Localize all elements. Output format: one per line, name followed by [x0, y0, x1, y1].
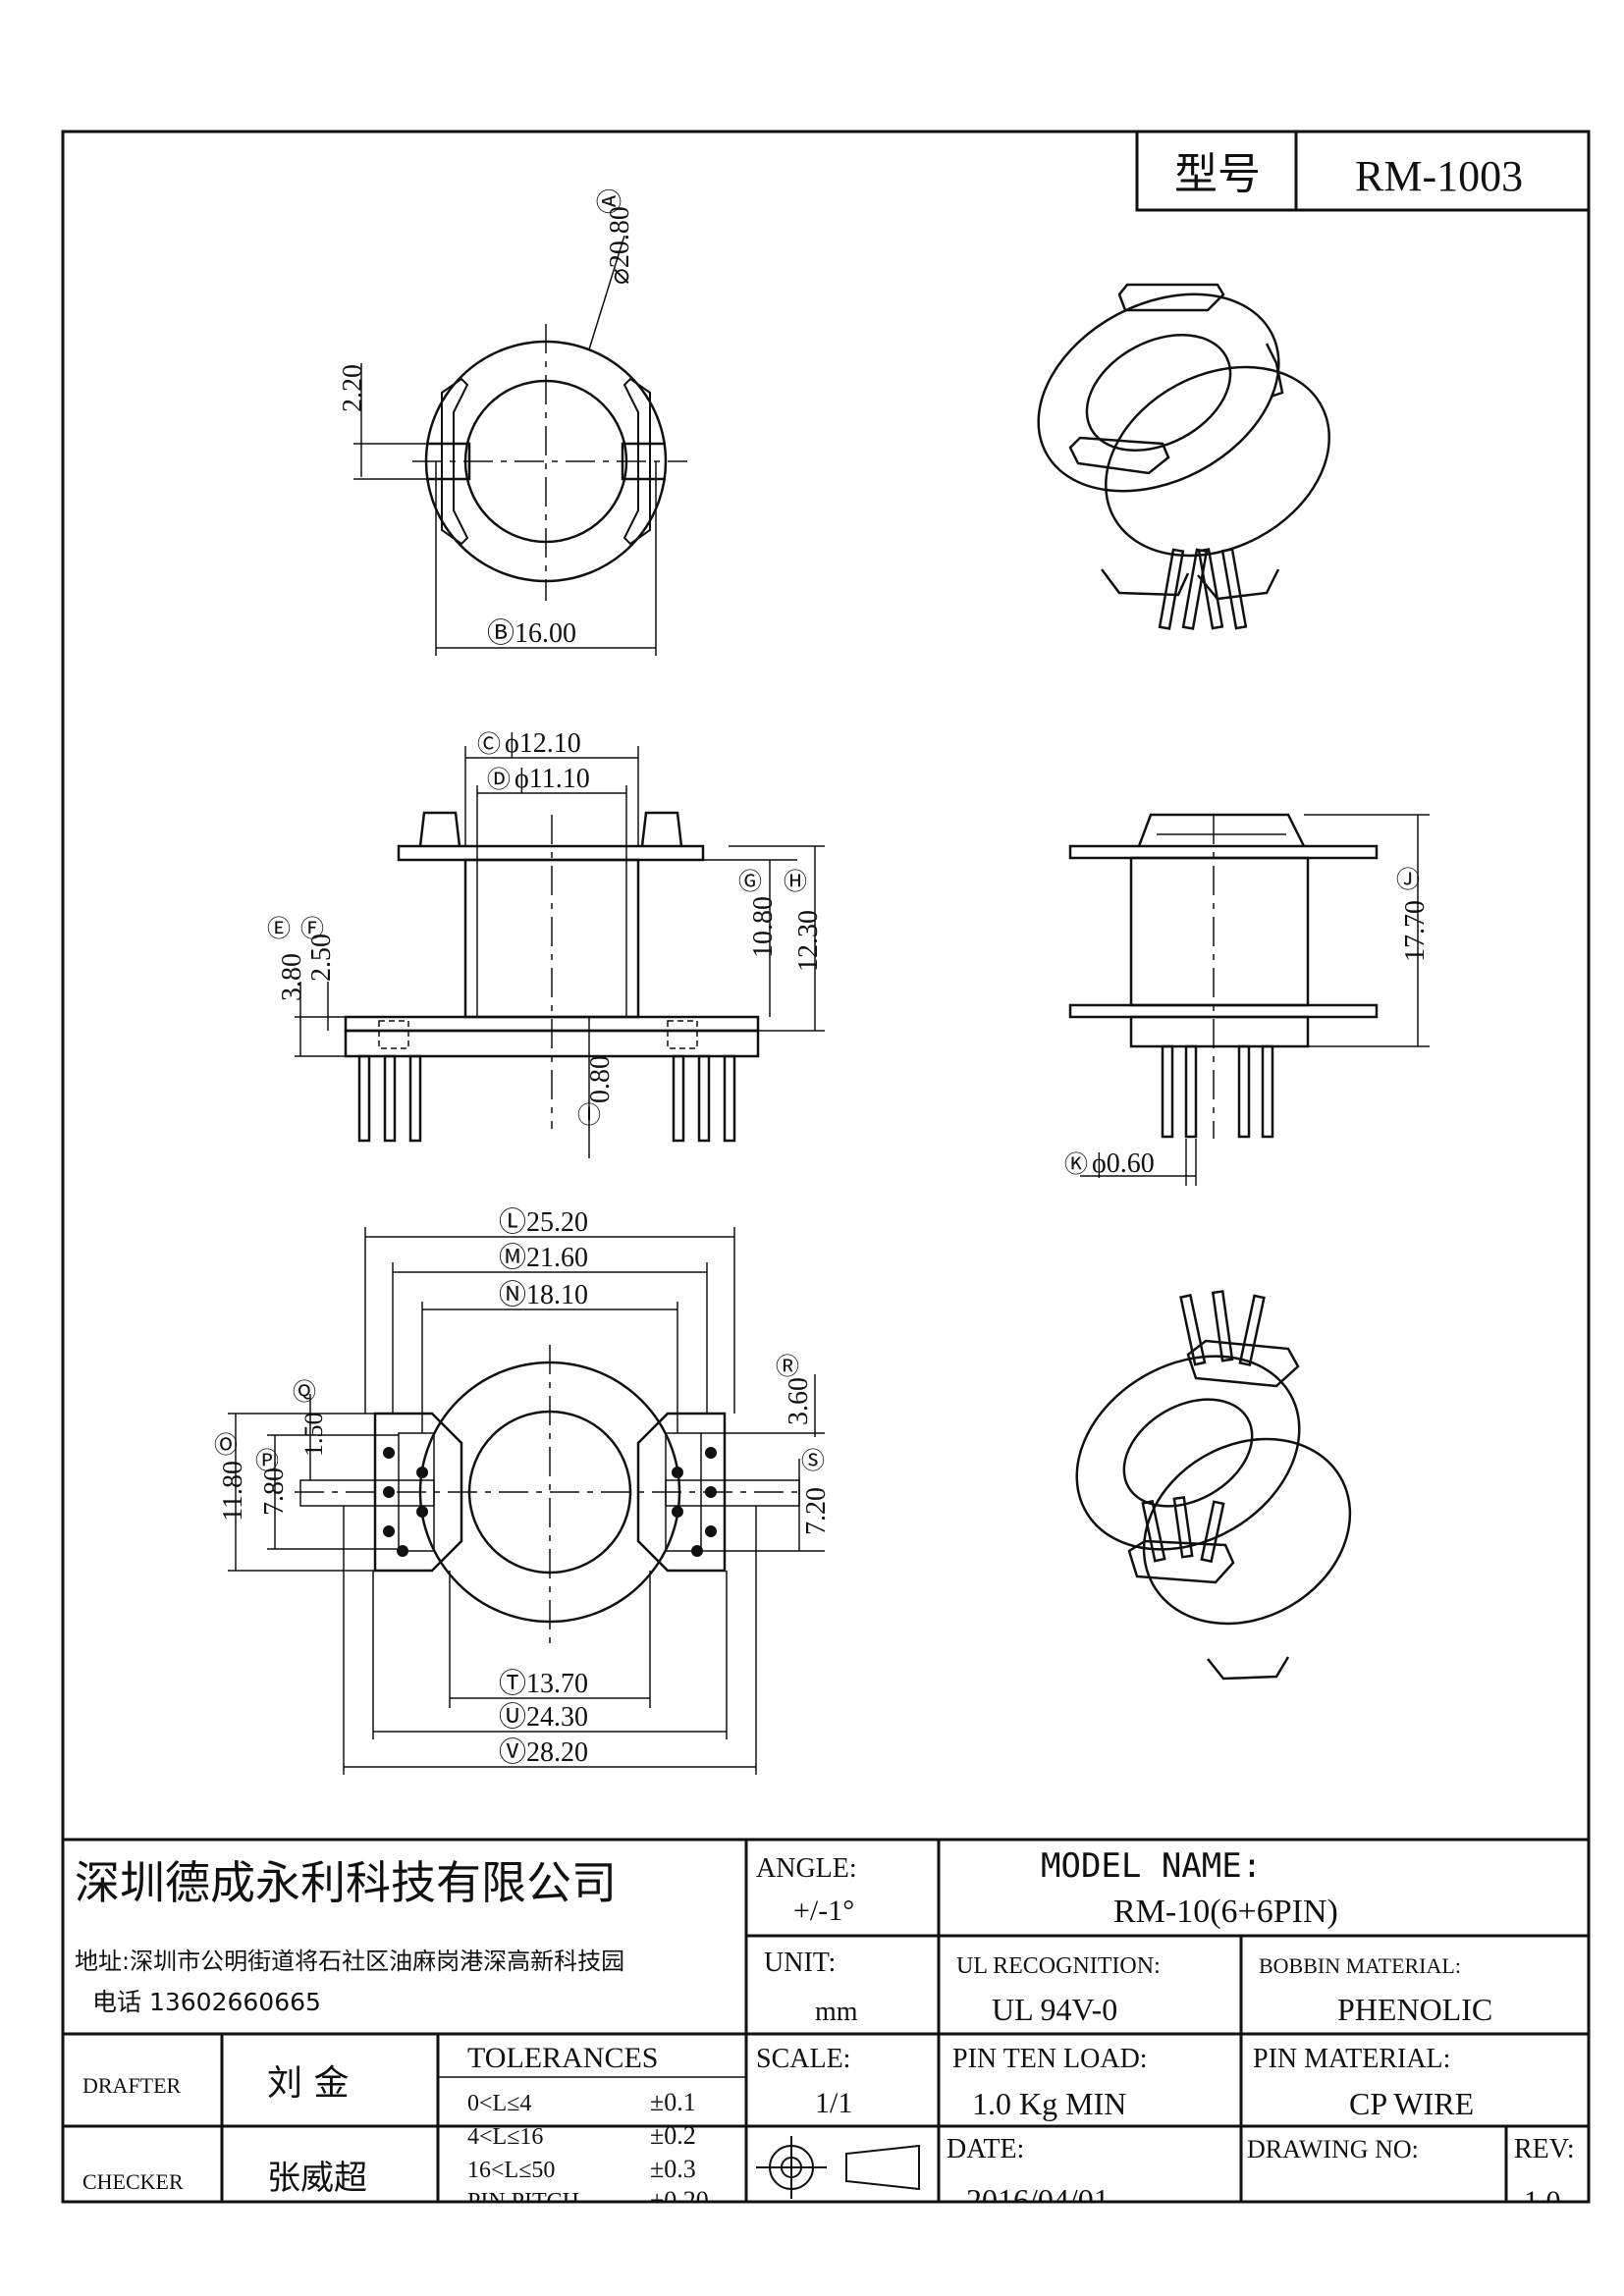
pin-ten-load-label: PIN TEN LOAD:: [952, 2044, 1148, 2074]
dim-7-80: 7.80: [259, 1468, 290, 1516]
dim-F: Ⓕ: [300, 916, 324, 942]
side-view: [1068, 813, 1430, 1186]
title-block: [61, 1838, 1591, 2204]
dim-2-20: 2.20: [338, 364, 368, 412]
scale-label: SCALE:: [756, 2044, 850, 2074]
ul-label: UL RECOGNITION:: [956, 1953, 1161, 1979]
pin-material-value: CP WIRE: [1349, 2086, 1474, 2121]
date-value: 2016/04/01: [966, 2182, 1110, 2217]
model-name-value: RM-10(6+6PIN): [1113, 1894, 1338, 1930]
scale-value: 1/1: [815, 2087, 852, 2119]
title-block-text: 深圳德成永利科技有限公司 地址:深圳市公明街道将石社区油麻岗港深高新科技园 电话…: [75, 1846, 1575, 2217]
dim-11-80: 11.80: [218, 1461, 248, 1522]
checker-value: 张威超: [267, 2159, 367, 2198]
projection-symbol-icon: [756, 2136, 920, 2199]
unit-label: UNIT:: [764, 1948, 836, 1978]
tolerance-range-0: 0<L≤4: [467, 2091, 531, 2116]
angle-value: +/-1°: [793, 1895, 854, 1927]
rev-label: REV:: [1514, 2134, 1575, 2164]
drafter-value: 刘 金: [267, 2063, 349, 2104]
drawing-no-label: DRAWING NO:: [1247, 2135, 1419, 2163]
rev-value: 1.0: [1524, 2185, 1561, 2217]
model-header: 型号 RM-1003: [1135, 130, 1591, 212]
dim-S: Ⓢ: [801, 1448, 825, 1474]
tolerance-range-1: 4<L≤16: [467, 2124, 543, 2150]
tolerance-value-3: ±0.20: [650, 2186, 709, 2215]
dim-I: Ⓘ: [577, 1102, 601, 1129]
dim-C-label: Ⓒ: [477, 731, 501, 758]
dim-A-value: ⌀20.80: [605, 206, 635, 285]
dim-10-80: 10.80: [748, 896, 779, 958]
dim-D-label: Ⓓ: [487, 767, 511, 793]
dim-2-50: 2.50: [306, 934, 337, 982]
company-phone: 电话 13602660665: [92, 1988, 321, 2016]
dim-Q: Ⓠ: [293, 1379, 316, 1406]
dim-7-20: 7.20: [801, 1487, 832, 1535]
dim-H: Ⓗ: [784, 869, 807, 895]
dim-17-70: 17.70: [1400, 900, 1431, 962]
unit-value: mm: [815, 1997, 858, 2027]
dim-1-50: 1.50: [299, 1413, 328, 1458]
dim-L: Ⓛ25.20: [499, 1206, 588, 1238]
dim-12-30: 12.30: [793, 910, 824, 972]
dim-P: Ⓟ: [255, 1448, 279, 1474]
dim-C-value: ϕ12.10: [505, 728, 581, 759]
dim-J: Ⓙ: [1396, 867, 1420, 893]
pin-ten-load-value: 1.0 Kg MIN: [972, 2086, 1126, 2121]
dim-K-value: ϕ0.60: [1092, 1148, 1155, 1179]
dim-E: Ⓔ: [267, 916, 291, 942]
dim-M: Ⓜ21.60: [499, 1242, 588, 1273]
tolerance-value-2: ±0.3: [650, 2155, 696, 2183]
dim-U: Ⓤ24.30: [499, 1701, 588, 1733]
tolerance-value-1: ±0.2: [650, 2121, 696, 2150]
model-header-label: 型号: [1174, 149, 1261, 199]
bobbin-value: PHENOLIC: [1337, 1992, 1492, 2027]
company-address: 地址:深圳市公明街道将石社区油麻岗港深高新科技园: [75, 1948, 624, 1975]
top-view: [353, 235, 687, 656]
bottom-view: [228, 1227, 825, 1775]
model-name-label: MODEL NAME:: [1041, 1846, 1262, 1886]
model-header-value: RM-1003: [1355, 152, 1523, 200]
dim-V: Ⓥ28.20: [499, 1736, 588, 1768]
bobbin-label: BOBBIN MATERIAL:: [1259, 1953, 1461, 1978]
isometric-bottom: [1075, 1290, 1352, 1681]
dim-B: Ⓑ16.00: [487, 617, 576, 649]
dim-A-label: Ⓐ: [596, 188, 624, 214]
checker-label: CHECKER: [82, 2169, 184, 2194]
dim-0-80: 0.80: [585, 1055, 616, 1103]
dim-N: Ⓝ18.10: [499, 1279, 588, 1310]
tolerance-range-2: 16<L≤50: [467, 2158, 555, 2183]
tolerance-range-3: PIN PITCH: [467, 2189, 579, 2215]
dim-K-label: Ⓚ: [1064, 1151, 1088, 1178]
angle-label: ANGLE:: [756, 1853, 857, 1884]
tolerance-value-0: ±0.1: [650, 2088, 696, 2116]
dim-G: Ⓖ: [738, 869, 762, 895]
tolerances-label: TOLERANCES: [467, 2042, 658, 2074]
front-view: [295, 746, 825, 1158]
dim-T: Ⓣ13.70: [499, 1668, 588, 1699]
pin-material-label: PIN MATERIAL:: [1253, 2044, 1450, 2074]
dim-O: Ⓞ: [214, 1432, 238, 1459]
dim-3-80: 3.80: [277, 953, 307, 1001]
ul-value: UL 94V-0: [992, 1992, 1117, 2027]
dim-R: Ⓡ: [776, 1354, 799, 1380]
drafter-label: DRAFTER: [82, 2073, 182, 2098]
date-label: DATE:: [947, 2134, 1024, 2164]
dim-D-value: ϕ11.10: [514, 764, 590, 794]
company-name: 深圳德成永利科技有限公司: [75, 1856, 617, 1909]
dim-3-60: 3.60: [784, 1377, 814, 1425]
isometric-top: [1037, 283, 1330, 630]
